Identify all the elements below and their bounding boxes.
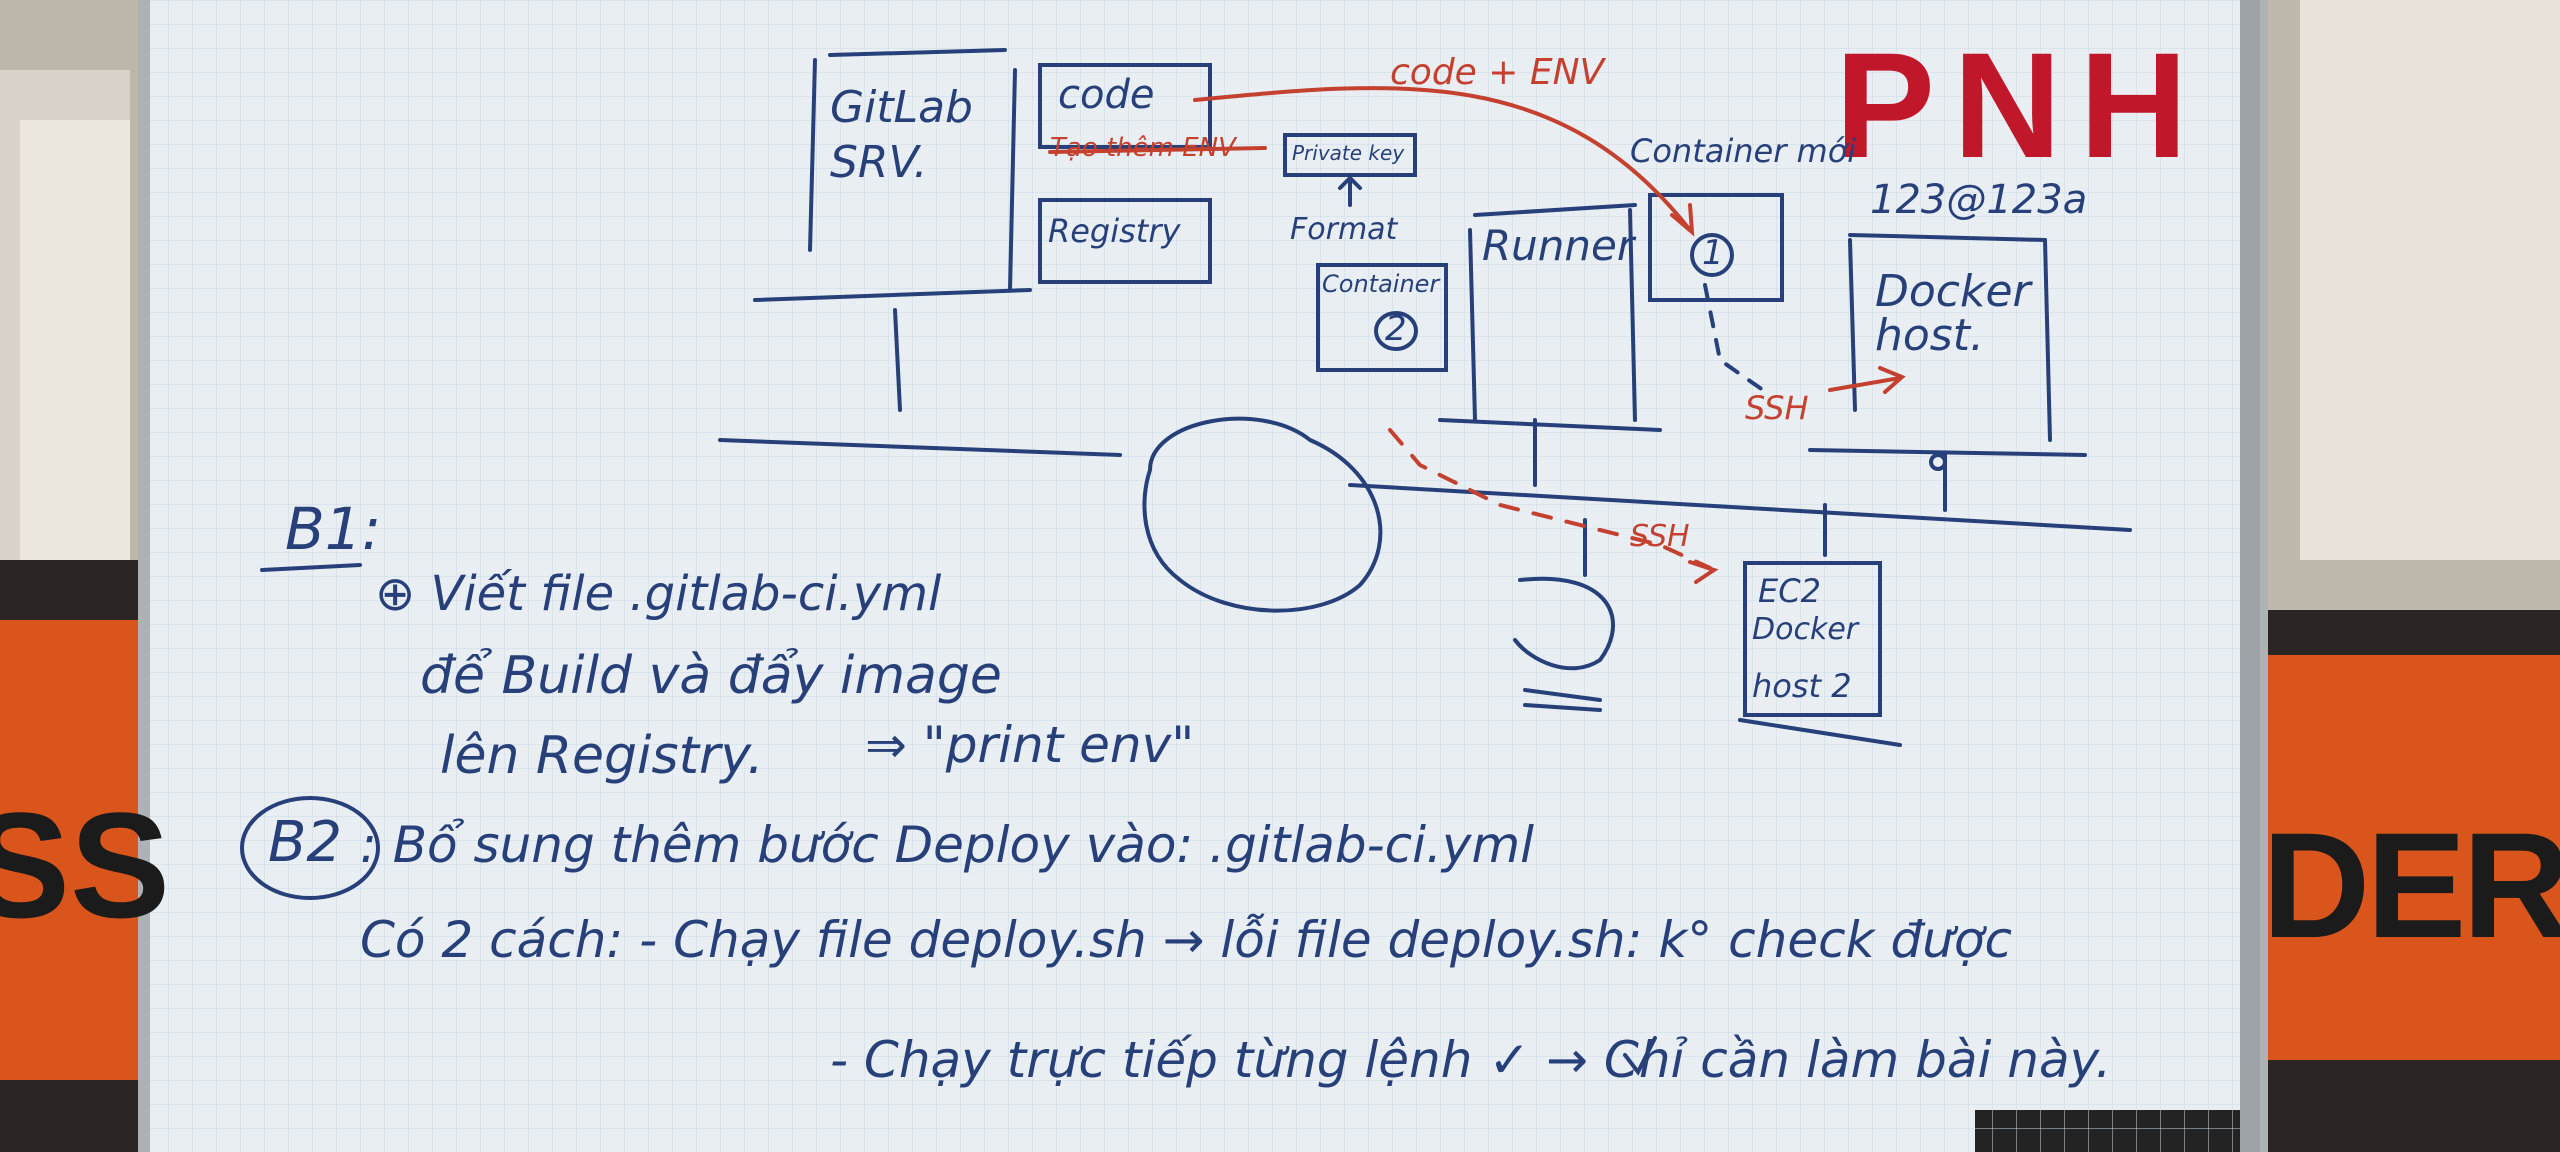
note-b1-line2: để Build và đẩy image	[420, 646, 1002, 706]
label-runner: Runner	[1482, 221, 1635, 270]
note-b2-line2: Có 2 cách: - Chạy file deploy.sh → lỗi f…	[360, 911, 2012, 969]
label-code-env: code + ENV	[1390, 52, 1605, 93]
label-container-2: Container	[1322, 270, 1440, 298]
pnh-logo: PNH	[1835, 21, 2206, 189]
label-code: code	[1058, 72, 1155, 118]
label-ec2: EC2	[1758, 572, 1821, 610]
label-ec2-docker: Docker	[1752, 612, 1859, 647]
note-b2-label: B2	[268, 810, 343, 875]
note-b1-label: B1:	[285, 495, 382, 563]
note-b2-line3: - Chạy trực tiếp từng lệnh ✓ → Chỉ cần l…	[830, 1031, 2112, 1089]
label-ssh-1: SSH	[1745, 389, 1809, 427]
note-b1-line1: ⊕ Viết file .gitlab-ci.yml	[375, 566, 942, 622]
label-password: 123@123a	[1870, 177, 2088, 223]
note-b2-line1: : Bổ sung thêm bước Deploy vào: .gitlab-…	[360, 816, 1535, 874]
label-registry: Registry	[1048, 212, 1181, 250]
label-num-1: 1	[1702, 233, 1724, 273]
label-ec2-host: host 2	[1752, 667, 1852, 705]
label-ssh-2: SSH	[1630, 519, 1690, 554]
label-docker-host: Docker host.	[1875, 266, 2031, 361]
banner-right-text: DER	[2262, 801, 2560, 969]
note-b1-line3: lên Registry.	[440, 726, 764, 786]
label-private-key: Private key	[1292, 141, 1405, 165]
banner-left-text: SS	[0, 781, 171, 949]
label-env-note: Tạo thêm ENV	[1050, 133, 1236, 163]
label-format: Format	[1290, 212, 1398, 247]
label-gitlab-srv: GitLab SRV.	[830, 82, 973, 188]
note-b1-print: ⇒ "print env"	[865, 716, 1195, 774]
label-container-new: Container mới	[1630, 132, 1857, 170]
label-num-2: 2	[1385, 309, 1407, 349]
